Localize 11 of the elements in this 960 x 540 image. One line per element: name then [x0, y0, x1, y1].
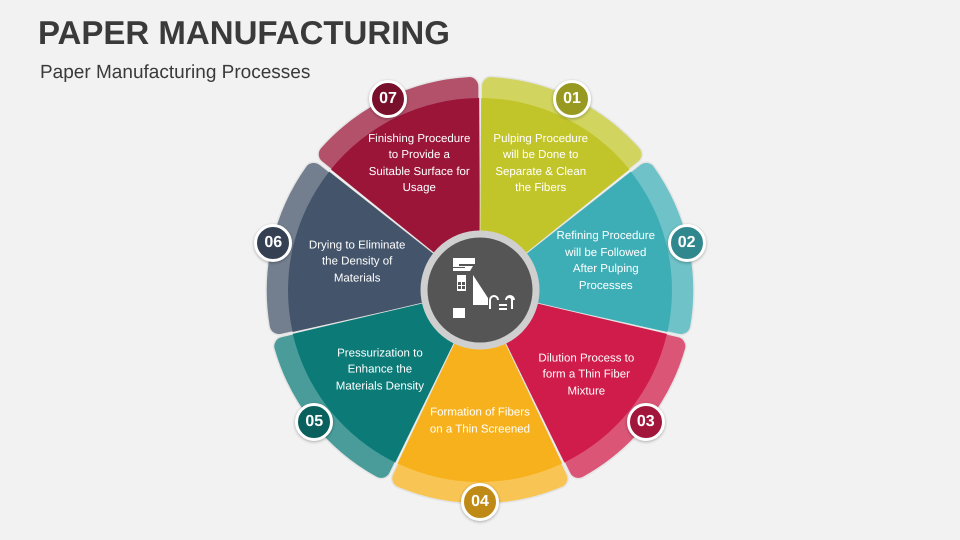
step-description: Drying to Eliminate the Density of Materials [308, 238, 406, 286]
step-description: Finishing Procedure to Provide a Suitable Surface for Usage [367, 132, 472, 196]
step-description: Pressurization to Enhance the Materials Density [334, 346, 425, 394]
step-number-badge: 04 [461, 483, 499, 521]
step-number-badge: 06 [254, 224, 292, 262]
title: PAPER MANUFACTURING [38, 14, 450, 52]
subtitle: Paper Manufacturing Processes [40, 62, 310, 84]
step-description: Pulping Procedure will be Done to Separate & Clean the Fibers [492, 132, 590, 196]
step-description: Formation of Fibers on a Thin Screened [428, 406, 532, 437]
step-description: Dilution Process to form a Thin Fiber Mixture [537, 351, 636, 400]
step-description: Refining Procedure will be Followed After Pulping Processes [556, 229, 656, 294]
